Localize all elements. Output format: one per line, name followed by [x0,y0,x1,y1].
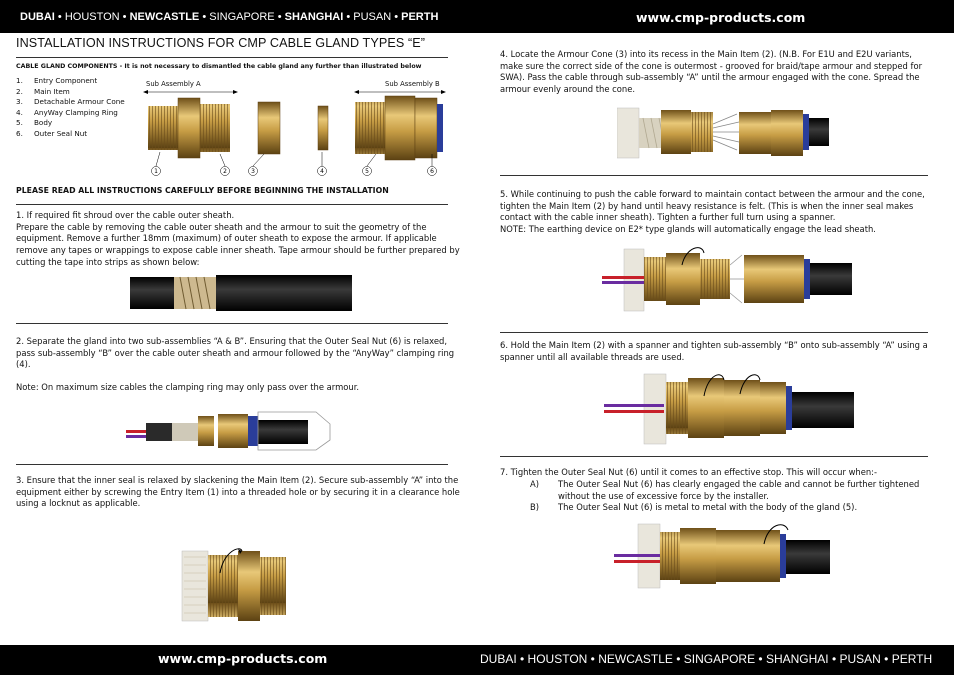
component-label: Body [34,118,53,127]
step-5-text: 5. While continuing to push the cable fo… [500,189,925,235]
sub-assembly-b-label: Sub Assembly B [385,80,440,88]
header-bar: DUBAI • HOUSTON • NEWCASTLE • SINGAPORE … [0,0,954,33]
header-city-segment: HOUSTON [64,11,120,23]
clamping-ring-part [317,105,329,151]
components-caution: CABLE GLAND COMPONENTS - It is not neces… [16,63,422,70]
component-item: 2. Main Item [16,87,125,98]
footer-website-link[interactable]: www.cmp-products.com [158,651,328,666]
callout-6: 6 [427,166,437,176]
header-cities: DUBAI • HOUSTON • NEWCASTLE • SINGAPORE … [20,11,438,23]
gland-components-illustration: 1 2 3 4 5 6 [143,90,446,176]
header-website-link[interactable]: www.cmp-products.com [636,10,806,25]
component-label: Entry Component [34,76,98,85]
step-2-illustration [126,411,331,451]
callout-number: 6 [430,168,434,175]
step-4-text: 4. Locate the Armour Cone (3) into its r… [500,49,923,95]
step-6-illustration [604,373,854,445]
header-city-segment: PERTH [401,11,439,23]
components-list: 1. Entry Component 2. Main Item 3. Detachable… [16,76,125,139]
step-5-illustration [602,247,852,312]
component-number: 2. [16,86,23,96]
step-1-text: 1. If required fit shroud over the cable… [16,210,460,267]
callout-4: 4 [317,166,327,176]
cable-prep-illustration [130,275,352,311]
step-7-text: 7. Tighten the Outer Seal Nut (6) until … [500,467,878,477]
condition-text: The Outer Seal Nut (6) is metal to metal… [558,502,858,513]
sub-assembly-a-label: Sub Assembly A [146,80,201,88]
callout-number: 1 [154,168,158,175]
header-city-segment: SHANGHAI [284,11,344,23]
component-number: 3. [16,97,23,106]
callout-number: 2 [223,168,227,175]
callout-1: 1 [151,166,161,176]
callout-2: 2 [220,166,230,176]
callout-number: 5 [365,168,369,175]
header-city-segment: DUBAI [20,11,55,23]
header-city-segment: • [199,11,210,23]
step-4-illustration [617,107,829,159]
sub-assembly-a-part [148,97,230,159]
header-city-segment: • [343,11,354,23]
component-item: 4. AnyWay Clamping Ring [16,108,125,119]
footer-cities: DUBAI • HOUSTON • NEWCASTLE • SINGAPORE … [480,652,933,666]
component-item: 1. Entry Component [16,76,125,87]
sub-assembly-b-part [355,95,443,161]
divider-3 [16,464,448,465]
condition-key: A) [530,479,539,489]
component-label: AnyWay Clamping Ring [34,107,118,117]
header-city-segment: NEWCASTLE [129,11,200,23]
step-7-conditions: A) The Outer Seal Nut (6) has clearly eng… [500,479,932,514]
read-instructions-warning: PLEASE READ ALL INSTRUCTIONS CAREFULLY B… [16,186,389,195]
callout-3: 3 [248,166,258,176]
condition-key: B) [530,502,540,513]
component-number: 6. [16,128,23,138]
page-title: INSTALLATION INSTRUCTIONS FOR CMP CABLE … [16,36,426,50]
header-city-segment: • [274,11,285,23]
component-number: 1. [16,76,23,85]
condition-item: A) The Outer Seal Nut (6) has clearly eng… [500,479,932,502]
header-city-segment: • [391,11,402,23]
callout-number: 3 [251,168,255,175]
header-city-segment: SINGAPORE [209,11,275,23]
callout-number: 4 [320,168,324,175]
component-number: 4. [16,107,23,117]
footer-bar: www.cmp-products.com DUBAI • HOUSTON • N… [0,645,954,675]
step-6-text: 6. Hold the Main Item (2) with a spanner… [500,340,928,362]
divider-2 [16,323,448,324]
component-item: 3. Detachable Armour Cone [16,97,125,108]
divider-1 [16,204,448,205]
step-2-text: 2. Separate the gland into two sub-assem… [16,336,455,393]
condition-text: The Outer Seal Nut (6) has clearly engag… [558,479,920,501]
divider-6 [500,456,928,457]
component-label: Detachable Armour Cone [34,97,125,106]
component-label: Outer Seal Nut [34,128,88,138]
header-city-segment: • [54,11,65,23]
step-3-text: 3. Ensure that the inner seal is relaxed… [16,475,460,509]
component-item: 5. Body [16,118,125,129]
component-item: 6. Outer Seal Nut [16,129,125,140]
step-7-illustration [614,523,830,589]
title-divider [16,57,448,58]
header-city-segment: PUSAN [353,11,392,23]
divider-5 [500,332,928,333]
step-3-illustration [181,548,286,622]
component-number: 5. [16,118,23,127]
divider-4 [500,175,928,176]
condition-item: B) The Outer Seal Nut (6) is metal to met… [500,502,932,514]
callout-5: 5 [362,166,372,176]
armour-cone-part [257,101,281,155]
component-label: Main Item [34,86,70,96]
header-city-segment: • [119,11,130,23]
